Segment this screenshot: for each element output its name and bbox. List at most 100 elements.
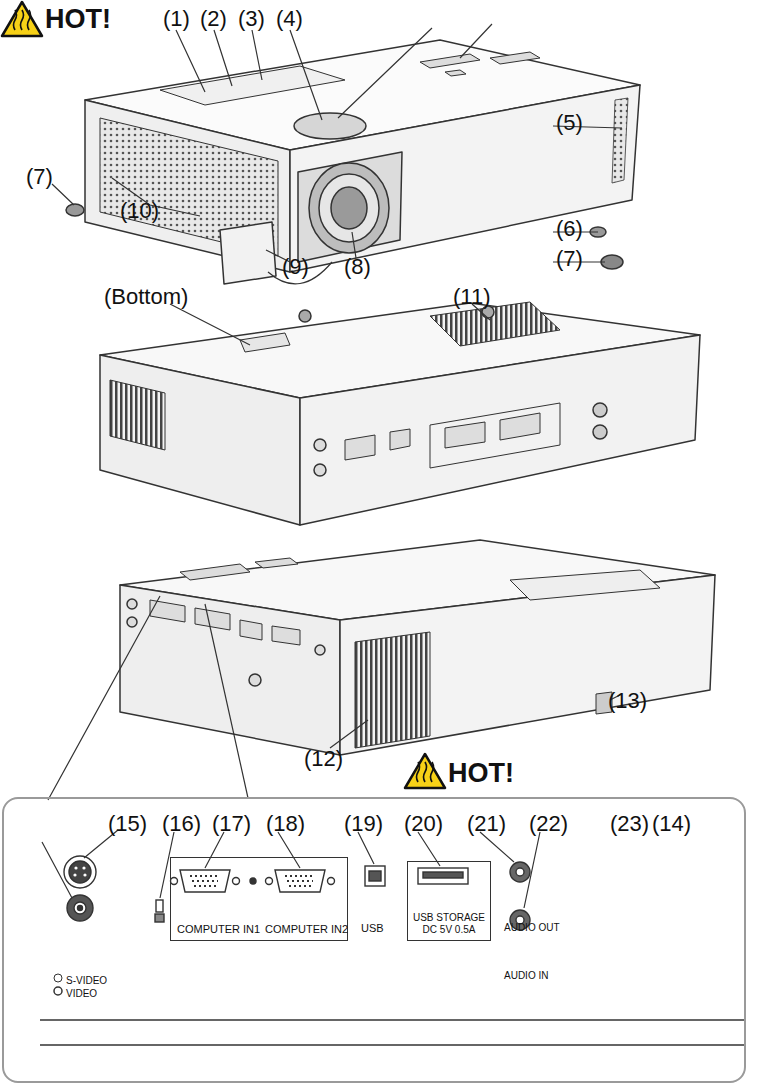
callout-number: (7) <box>26 166 53 188</box>
projector-bottom-view <box>100 355 300 525</box>
projector-front-view <box>294 113 366 139</box>
callout-number: (4) <box>276 8 303 30</box>
projector-bottom-view <box>445 413 540 448</box>
callout-number: (7) <box>556 248 583 270</box>
connector-panel-detail <box>516 868 524 876</box>
projector-rear-view <box>120 540 715 755</box>
connector-panel-detail <box>510 862 530 882</box>
projector-bottom-view <box>430 302 560 346</box>
connector-panel-detail <box>74 866 77 869</box>
projector-front-view <box>66 204 84 216</box>
port-label: COMPUTER IN2 <box>265 924 348 935</box>
projector-bottom-view <box>300 335 700 525</box>
connector-panel-detail <box>54 974 62 982</box>
leader-line <box>170 304 490 345</box>
projector-front-view <box>612 98 628 183</box>
leader-line <box>52 24 622 262</box>
connector-panel-detail <box>266 878 273 885</box>
callout-number: (14) <box>652 813 691 835</box>
connector-panel-detail <box>365 866 385 886</box>
projector-bottom-view <box>593 425 607 439</box>
connector-panel-detail <box>250 878 256 884</box>
projector-rear-view <box>510 570 660 600</box>
connector-panel-detail <box>328 878 335 885</box>
callout-number: (17) <box>212 813 251 835</box>
leader-line <box>42 830 540 908</box>
callout-number: (20) <box>404 813 443 835</box>
connector-panel-detail <box>275 870 325 892</box>
projector-front-view <box>420 52 540 76</box>
callout-number: (18) <box>266 813 305 835</box>
projector-rear-view <box>340 575 715 755</box>
callout-number: (5) <box>556 112 583 134</box>
connector-panel-detail <box>423 872 463 878</box>
hot-warning-icon <box>405 754 445 788</box>
projector-bottom-view <box>299 310 311 322</box>
projector-front-view <box>66 40 640 284</box>
leader-line <box>170 304 490 345</box>
port-label: S-VIDEO <box>66 976 107 986</box>
leader-line <box>48 596 622 800</box>
hot-warning-icon <box>14 10 31 30</box>
port-label: AUDIO OUT <box>504 923 560 933</box>
projector-front-view <box>160 66 345 105</box>
callout-number: (22) <box>529 813 568 835</box>
port-group-box: USB STORAGE DC 5V 0.5A <box>407 861 491 941</box>
connector-panel-detail <box>83 873 86 876</box>
port-label: USB STORAGE DC 5V 0.5A <box>411 912 487 935</box>
projector-front-view <box>319 174 379 242</box>
projector-rear-view <box>240 620 300 645</box>
callout-number: (2) <box>200 8 227 30</box>
port-label: USB <box>361 923 384 934</box>
connector-panel-detail <box>82 866 85 869</box>
projector-front-view <box>298 152 402 262</box>
callout-number: (19) <box>344 813 383 835</box>
projector-bottom-view <box>314 439 326 451</box>
port-group-box: COMPUTER IN1COMPUTER IN2 <box>170 857 348 941</box>
projector-bottom-view <box>345 429 410 460</box>
projector-front-view <box>309 163 389 253</box>
port-label: VIDEO <box>66 989 97 999</box>
connector-panel-detail <box>369 871 381 881</box>
port-label: AUDIO IN <box>504 971 548 981</box>
connector-panel-detail <box>69 861 91 883</box>
callout-number: (1) <box>163 8 190 30</box>
hot-warning-icon <box>417 762 434 782</box>
callout-number: (21) <box>467 813 506 835</box>
callout-number: (6) <box>556 218 583 240</box>
connector-panel-detail <box>73 873 76 876</box>
projector-bottom-view <box>110 380 165 450</box>
callout-number: (15) <box>108 813 147 835</box>
connector-panel-detail <box>40 856 745 1045</box>
callout-number: (9) <box>282 256 309 278</box>
callout-number: (10) <box>120 200 159 222</box>
connector-panel-detail <box>40 1019 745 1020</box>
projector-front-view <box>220 222 276 284</box>
callout-number: (23) <box>610 813 649 835</box>
leader-line <box>52 24 622 262</box>
leader-line <box>48 596 622 800</box>
connector-panel-detail <box>418 868 468 884</box>
projector-bottom-view <box>430 403 560 468</box>
connector-panel-detail <box>64 856 96 888</box>
projector-rear-view <box>150 600 230 630</box>
connector-panel-detail <box>40 1044 745 1045</box>
projector-rear-view <box>127 617 137 627</box>
hot-warning-icon <box>405 754 445 788</box>
connector-panel-detail <box>190 876 315 886</box>
connector-panel-detail <box>155 914 164 922</box>
projector-rear-view <box>315 645 325 655</box>
callout-number: (8) <box>344 256 371 278</box>
warning-text: HOT! <box>45 6 111 33</box>
connector-panel-detail <box>180 870 230 892</box>
callout-number: (12) <box>304 748 343 770</box>
projector-rear-view <box>249 674 261 686</box>
projector-rear-view <box>355 632 430 748</box>
leader-line <box>42 830 540 908</box>
callout-number: (16) <box>162 813 201 835</box>
projector-rear-view <box>127 599 137 609</box>
projector-bottom-view <box>100 302 700 525</box>
connector-panel-detail <box>74 902 86 914</box>
projector-bottom-view <box>240 333 290 352</box>
